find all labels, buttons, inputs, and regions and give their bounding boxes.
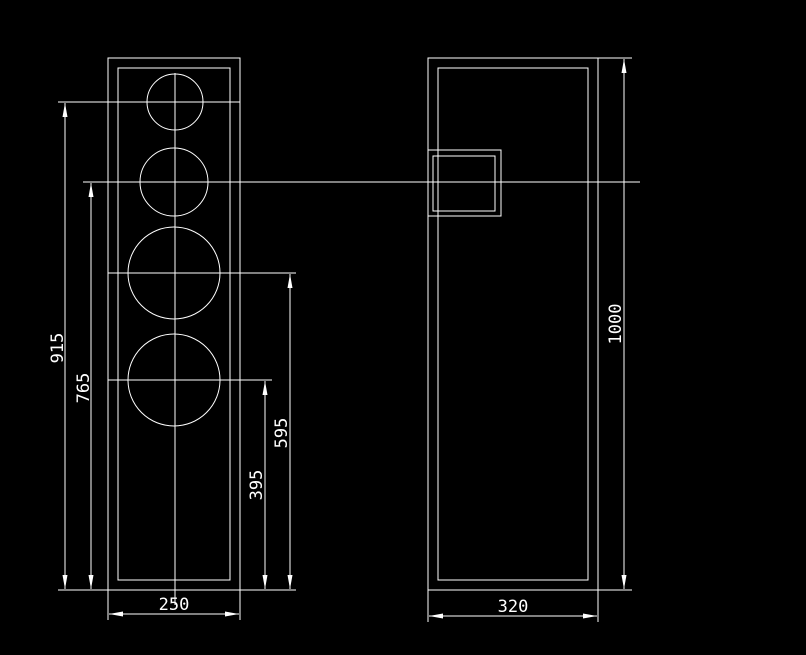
- side-inner-panel: [437, 67, 589, 581]
- dimension-765: 765: [74, 183, 94, 589]
- dimension-915: 915: [48, 103, 68, 589]
- tweeter-housing-outer: [427, 149, 502, 217]
- dim-label-1000: 1000: [606, 304, 626, 345]
- dimension-width-250: 250: [107, 590, 241, 620]
- dimension-height-1000: 1000: [606, 59, 627, 589]
- dim-label-320: 320: [498, 597, 529, 617]
- side-outer-panel: [427, 57, 599, 591]
- dim-label-395: 395: [247, 470, 267, 501]
- front-inner-panel: [117, 67, 231, 581]
- dim-label-595: 595: [272, 418, 292, 449]
- dim-label-915: 915: [48, 333, 68, 364]
- side-view: 1000 320: [427, 57, 632, 622]
- dimension-595: 595: [272, 274, 293, 589]
- dim-label-765: 765: [74, 373, 94, 404]
- dimension-width-320: 320: [427, 590, 599, 622]
- tweeter-housing-inner: [432, 155, 496, 212]
- dimension-395: 395: [247, 381, 268, 589]
- dim-label-250: 250: [159, 595, 190, 615]
- front-view: 915 765 595 395: [48, 57, 640, 620]
